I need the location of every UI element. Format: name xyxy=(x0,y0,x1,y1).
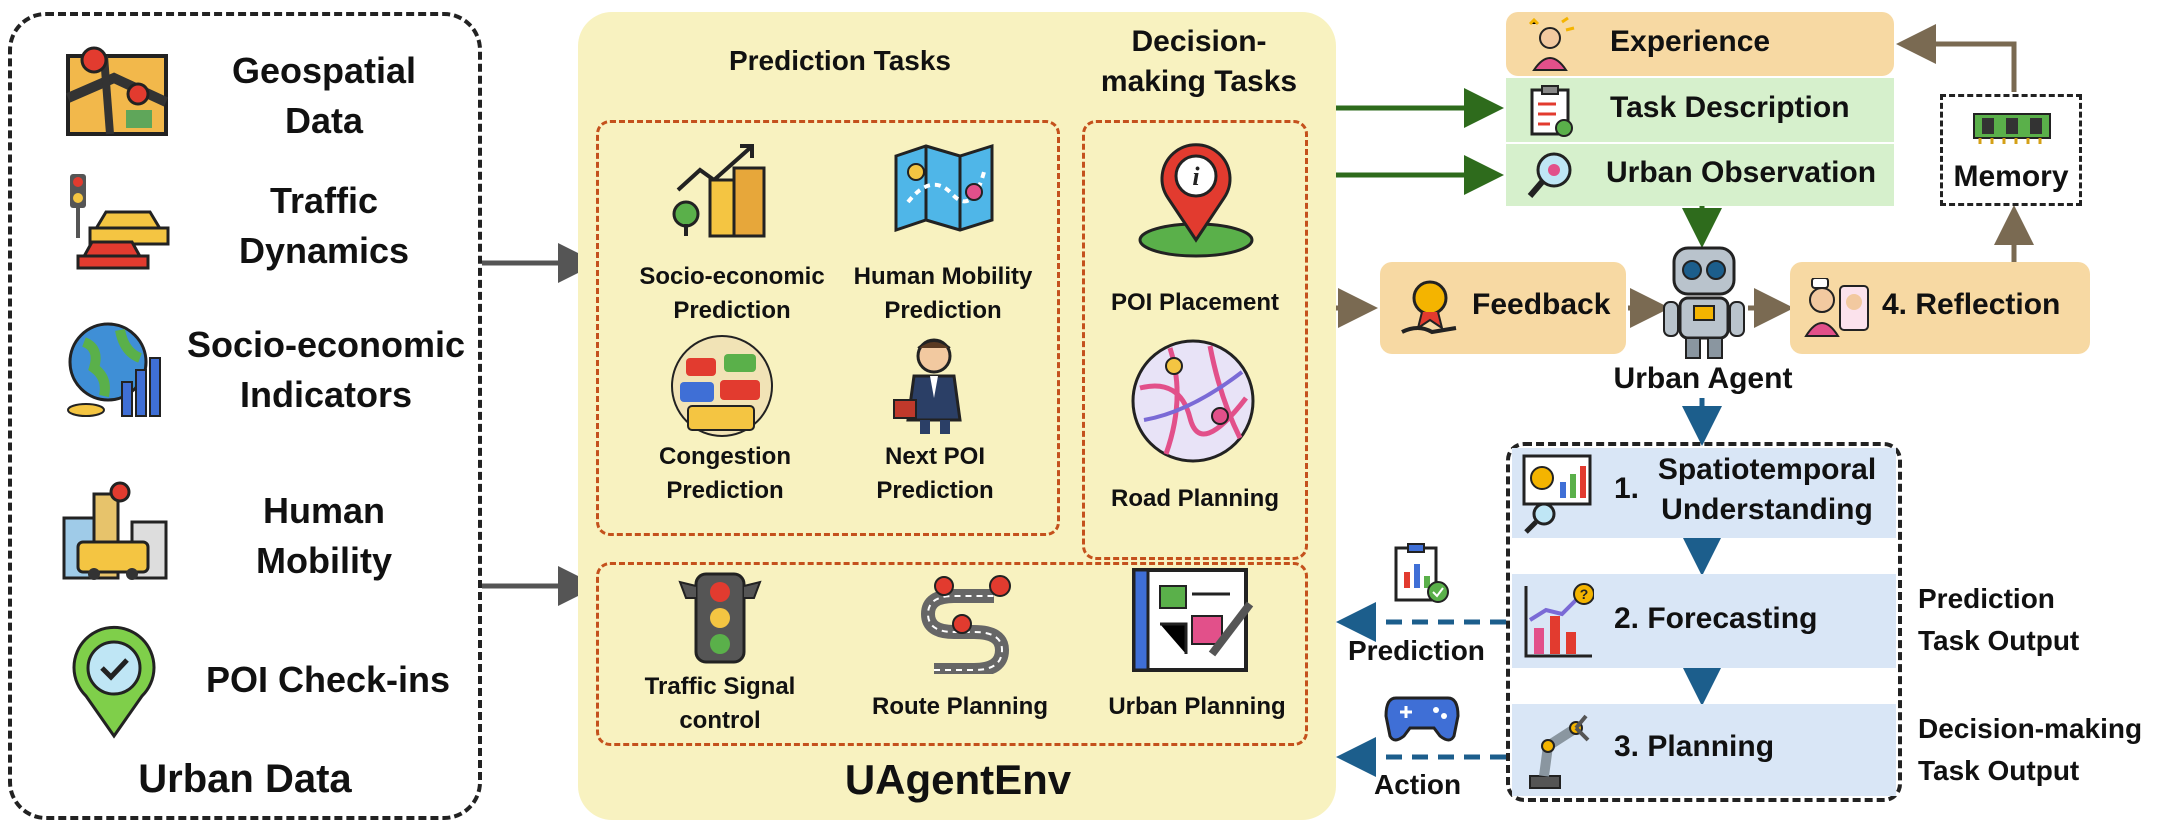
poi-placement-label: POI Placement xyxy=(1110,289,1280,316)
forecast-chart-icon: ? xyxy=(1524,583,1594,658)
prediction-tasks-header: Prediction Tasks xyxy=(728,45,951,76)
road-planning-label: Road Planning xyxy=(1111,485,1279,512)
blueprint-icon xyxy=(1132,568,1254,672)
action-arrow-label: Action xyxy=(1374,769,1462,800)
congestion-icon xyxy=(671,335,773,437)
dashboard-magnifier-icon xyxy=(1522,454,1592,534)
prediction-tasks-group xyxy=(596,120,1060,536)
experience-label: Experience xyxy=(1610,25,1771,58)
traffic-light-icon xyxy=(678,572,762,664)
gamepad-icon xyxy=(1384,696,1460,742)
arrow-memory-to-experience xyxy=(1896,24,2017,92)
checkin-pin-icon xyxy=(72,625,156,739)
decision-tasks-group xyxy=(1082,120,1308,560)
steps-panel xyxy=(1506,442,1902,802)
poi-checkins-label: POI Check-ins xyxy=(205,659,451,700)
magnifier-icon xyxy=(1527,152,1572,198)
award-hand-icon xyxy=(1401,280,1457,335)
location-pin-icon: i xyxy=(1138,143,1254,258)
urban-data-panel xyxy=(8,12,482,820)
robot-icon xyxy=(1663,246,1745,359)
step3-box xyxy=(1512,704,1896,796)
step3-label: 3. Planning xyxy=(1614,730,1775,763)
map-icon xyxy=(66,46,169,136)
clipboard-icon xyxy=(1530,85,1573,137)
uagentenv-title: UAgentEnv xyxy=(844,756,1072,803)
svg-text:?: ? xyxy=(1580,586,1589,602)
folded-map-icon xyxy=(894,143,994,232)
step2-label: 2. Forecasting xyxy=(1614,602,1818,635)
prediction-arrow-label: Prediction xyxy=(1348,635,1485,666)
memory-chip-icon xyxy=(1973,113,2051,144)
experience-box xyxy=(1506,12,1894,76)
task-description-label: Task Description xyxy=(1610,91,1850,124)
memory-label: Memory xyxy=(1953,160,2069,193)
urban-agent-label: Urban Agent xyxy=(1613,362,1793,395)
report-icon xyxy=(1394,543,1449,603)
urban-data-title: Urban Data xyxy=(138,757,352,801)
planning-tasks-group xyxy=(596,562,1308,746)
urban-planning-label: Urban Planning xyxy=(1108,693,1286,720)
road-map-icon xyxy=(1131,339,1255,463)
memory-box xyxy=(1940,94,2082,206)
globe-chart-icon xyxy=(67,322,161,417)
experience-icon xyxy=(1528,16,1575,71)
city-growth-icon xyxy=(672,144,766,238)
step1-number: 1. xyxy=(1614,472,1640,505)
decision-tasks-header: Decision-making Tasks xyxy=(1100,25,1298,98)
traveler-icon xyxy=(893,338,962,434)
route-planning-label: Route Planning xyxy=(872,693,1048,720)
reflection-label: 4. Reflection xyxy=(1882,288,2061,321)
city-bus-icon xyxy=(62,481,168,580)
robot-arm-icon xyxy=(1529,714,1590,789)
svg-text:i: i xyxy=(1192,162,1200,191)
mirror-person-icon xyxy=(1804,278,1869,337)
traffic-cars-icon xyxy=(70,174,170,270)
feedback-label: Feedback xyxy=(1472,288,1611,321)
urban-observation-label: Urban Observation xyxy=(1606,156,1877,189)
route-icon xyxy=(920,575,1011,674)
